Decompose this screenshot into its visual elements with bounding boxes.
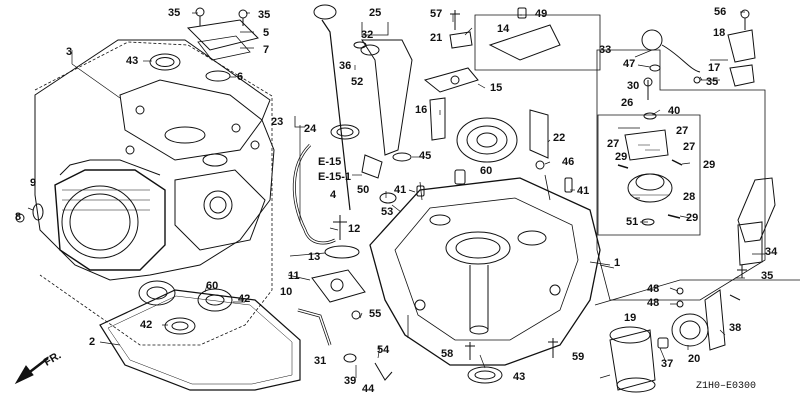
diagram-code: Z1H0–E0300 bbox=[696, 381, 757, 392]
callout-13: 13 bbox=[308, 251, 321, 263]
callout-45: 45 bbox=[419, 150, 432, 162]
callout-4: 4 bbox=[330, 189, 337, 201]
callout-39: 39 bbox=[344, 375, 357, 387]
callout-42: 42 bbox=[140, 319, 153, 331]
callout-10: 10 bbox=[280, 286, 293, 298]
callout-30: 30 bbox=[627, 80, 640, 92]
cylinder-assembly-outline bbox=[34, 41, 273, 346]
bolt-59 bbox=[548, 338, 558, 358]
callout-60: 60 bbox=[480, 165, 493, 177]
callout-46: 46 bbox=[562, 156, 575, 168]
leader-lines bbox=[27, 11, 765, 379]
callout-32: 32 bbox=[361, 29, 374, 41]
callout-40: 40 bbox=[668, 105, 681, 117]
callout-6: 6 bbox=[237, 71, 244, 83]
front-direction-arrow bbox=[14, 357, 49, 385]
case-gasket bbox=[99, 289, 301, 391]
washer-8 bbox=[15, 213, 25, 223]
governor-weights bbox=[597, 112, 701, 236]
callout-57: 57 bbox=[430, 8, 443, 20]
callout-36: 36 bbox=[339, 60, 352, 72]
callout-43: 43 bbox=[126, 55, 139, 67]
callout-26: 26 bbox=[621, 97, 634, 109]
callout-1: 1 bbox=[614, 257, 621, 269]
oil-seal-43-bottom bbox=[467, 366, 503, 384]
callout-38: 38 bbox=[729, 322, 742, 334]
callout-35: 35 bbox=[258, 9, 271, 21]
callout-16: 16 bbox=[415, 104, 428, 116]
callout-25: 25 bbox=[369, 7, 382, 19]
callout-35: 35 bbox=[168, 7, 181, 19]
callout-21: 21 bbox=[430, 32, 443, 44]
callout-41: 41 bbox=[577, 185, 590, 197]
callout-48: 48 bbox=[647, 297, 660, 309]
callout-14: 14 bbox=[497, 23, 510, 35]
callout-27: 27 bbox=[683, 141, 696, 153]
oil-level-switch bbox=[596, 9, 766, 301]
oil-filter-assembly bbox=[594, 279, 800, 393]
callout-52: 52 bbox=[351, 76, 364, 88]
callout-2: 2 bbox=[89, 336, 96, 348]
cylinder-block bbox=[34, 39, 275, 281]
callout-37: 37 bbox=[661, 358, 674, 370]
callout-29: 29 bbox=[615, 151, 628, 163]
callout-28: 28 bbox=[683, 191, 696, 203]
ref-e15: E-15 bbox=[318, 156, 342, 168]
breather-cover bbox=[186, 7, 259, 82]
callout-42: 42 bbox=[238, 293, 251, 305]
callout-59: 59 bbox=[572, 351, 585, 363]
callout-24: 24 bbox=[304, 123, 317, 135]
callout-3: 3 bbox=[66, 46, 73, 58]
callout-58: 58 bbox=[441, 348, 454, 360]
callout-18: 18 bbox=[713, 27, 726, 39]
callout-35: 35 bbox=[706, 76, 719, 88]
callout-48: 48 bbox=[647, 283, 660, 295]
callout-34: 34 bbox=[765, 246, 778, 258]
callout-60: 60 bbox=[206, 280, 219, 292]
callout-23: 23 bbox=[271, 116, 284, 128]
callout-41: 41 bbox=[394, 184, 407, 196]
callout-27: 27 bbox=[607, 138, 620, 150]
callout-49: 49 bbox=[535, 8, 548, 20]
callout-50: 50 bbox=[357, 184, 370, 196]
crankshaft-bearing-right bbox=[456, 117, 518, 163]
callout-55: 55 bbox=[369, 308, 382, 320]
callout-44: 44 bbox=[362, 383, 375, 395]
callout-47: 47 bbox=[623, 58, 636, 70]
callout-29: 29 bbox=[686, 212, 699, 224]
callout-15: 15 bbox=[490, 82, 503, 94]
breather-parts bbox=[423, 7, 601, 170]
oil-seal-43-top bbox=[149, 53, 181, 71]
crankcase bbox=[369, 174, 601, 366]
callout-56: 56 bbox=[714, 6, 727, 18]
oil-filler-assembly bbox=[292, 4, 413, 245]
callout-11: 11 bbox=[288, 270, 300, 282]
callout-31: 31 bbox=[314, 355, 327, 367]
callout-19: 19 bbox=[624, 312, 637, 324]
callout-9: 9 bbox=[30, 177, 37, 189]
bolt-58 bbox=[465, 342, 475, 360]
callout-5: 5 bbox=[263, 27, 270, 39]
governor-linkage bbox=[311, 154, 397, 303]
callout-35: 35 bbox=[761, 270, 774, 282]
callout-33: 33 bbox=[599, 44, 612, 56]
callout-7: 7 bbox=[263, 44, 270, 56]
callout-20: 20 bbox=[688, 353, 701, 365]
callout-27: 27 bbox=[676, 125, 689, 137]
callout-29: 29 bbox=[703, 159, 716, 171]
callout-22: 22 bbox=[553, 132, 566, 144]
callout-12: 12 bbox=[348, 223, 361, 235]
bracket-34 bbox=[737, 177, 776, 278]
callout-43: 43 bbox=[513, 371, 526, 383]
callout-53: 53 bbox=[381, 206, 394, 218]
callout-51: 51 bbox=[626, 216, 639, 228]
callout-8: 8 bbox=[15, 211, 22, 223]
governor-arm bbox=[297, 308, 393, 381]
o-ring-9 bbox=[32, 203, 44, 221]
ref-e15-1: E-15-1 bbox=[318, 171, 352, 183]
callout-54: 54 bbox=[377, 344, 390, 356]
callout-17: 17 bbox=[708, 62, 721, 74]
